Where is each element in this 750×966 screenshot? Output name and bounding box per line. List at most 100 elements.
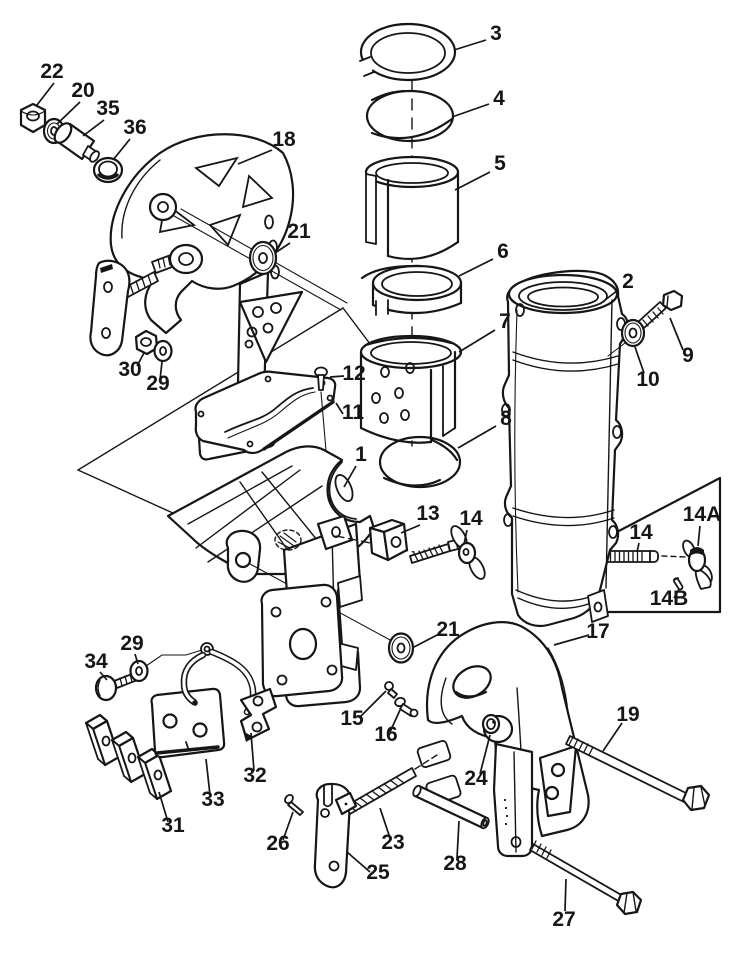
leader-line-2-12 xyxy=(599,289,619,305)
part-2-lower-tab xyxy=(587,589,609,623)
leader-line-30-15 xyxy=(136,352,145,367)
part-21-washer-lower xyxy=(387,632,415,664)
leader-line-28-34 xyxy=(456,820,460,859)
part-9-bolt xyxy=(637,289,684,329)
leader-line-22-0 xyxy=(36,82,55,106)
callout-label-33-39: 33 xyxy=(201,788,224,811)
callout-label-11-18: 11 xyxy=(342,401,365,424)
part-33-link-plate xyxy=(150,687,226,759)
part-21-washer-upper xyxy=(248,240,278,276)
callout-label-17-26: 17 xyxy=(586,620,609,643)
leader-line-3-6 xyxy=(453,39,487,51)
leader-line-13-20 xyxy=(400,524,421,534)
leader-line-21-5 xyxy=(274,242,291,254)
clamp-screw-boss xyxy=(151,243,204,275)
callout-label-28-34: 28 xyxy=(443,852,467,875)
leader-line-31-38 xyxy=(158,791,169,823)
leader-line-7-10 xyxy=(458,329,496,353)
callout-label-16-28: 16 xyxy=(374,723,397,746)
part-24-bushing xyxy=(481,713,501,735)
leader-line-6-9 xyxy=(458,258,494,277)
side-boss-block xyxy=(316,514,354,551)
callout-label-9-13: 9 xyxy=(682,344,694,367)
callout-label-27-35: 27 xyxy=(552,908,575,931)
leader-line-26-32 xyxy=(282,811,294,841)
callout-label-8-11: 8 xyxy=(500,407,512,430)
callout-label-5-8: 5 xyxy=(494,152,506,175)
inset-part-14b-pin xyxy=(672,577,684,591)
leader-line-16-28 xyxy=(389,709,401,733)
leader-line-15-27 xyxy=(358,690,387,719)
tilt-pin-boss xyxy=(148,192,178,222)
callout-label-7-10: 7 xyxy=(499,310,511,333)
callout-label-26-32: 26 xyxy=(266,832,289,855)
part-1-swivel-bracket xyxy=(166,445,393,708)
leader-line-25-33 xyxy=(346,851,371,873)
leader-line-33-39 xyxy=(205,758,211,796)
part-7-bushing xyxy=(359,334,463,444)
callout-label-34-36: 34 xyxy=(84,650,108,673)
pivot-lug xyxy=(225,529,262,583)
callout-label-24-29: 24 xyxy=(464,767,488,790)
leader-line-10-14 xyxy=(634,346,645,374)
leader-line-4-7 xyxy=(451,103,490,118)
part-13-mount-block xyxy=(368,518,409,562)
part-23-adjuster-rod xyxy=(334,754,438,816)
mount-flange xyxy=(260,583,344,698)
part-11-plate xyxy=(194,370,337,455)
part-17-transom-bracket xyxy=(416,621,590,858)
leader-line-14B-24 xyxy=(673,588,680,599)
leader-line-29-37 xyxy=(134,653,139,665)
bracket-gusset xyxy=(238,290,304,364)
part-10-washer xyxy=(607,318,646,357)
part-2-swivel-tube xyxy=(501,269,630,628)
callout-label-14-21: 14 xyxy=(459,507,483,530)
callout-label-22-0: 22 xyxy=(40,60,63,83)
leader-line-21-25 xyxy=(413,633,440,648)
leader-line-35-2 xyxy=(82,119,105,137)
part-3-retaining-ring xyxy=(359,22,457,82)
part-15-grease-fitting xyxy=(384,681,398,699)
callout-label-30-15: 30 xyxy=(118,358,141,381)
callout-label-1-19: 1 xyxy=(355,443,367,466)
leader-line-32-40 xyxy=(250,732,255,772)
leader-line-14A-23 xyxy=(697,525,701,547)
leader-line-11-18 xyxy=(335,402,344,415)
callout-label-35-2: 35 xyxy=(96,97,120,120)
inset-axis xyxy=(661,555,687,558)
part-8-o-ring xyxy=(378,435,462,489)
callout-label-15-27: 15 xyxy=(340,707,364,730)
callout-label-3-6: 3 xyxy=(490,22,502,45)
callout-label-29-37: 29 xyxy=(120,632,143,655)
leader-line-19-30 xyxy=(602,722,623,752)
callout-label-29-16: 29 xyxy=(146,372,169,395)
part-27-bolt xyxy=(529,840,643,916)
leader-line-23-31 xyxy=(379,807,391,839)
callout-label-21-5: 21 xyxy=(287,220,311,243)
hidden-boss xyxy=(274,529,302,551)
leader-line-24-29 xyxy=(479,734,491,775)
leader-line-18-4 xyxy=(237,149,273,165)
leader-line-36-3 xyxy=(112,138,131,161)
part-35-spacer xyxy=(53,122,100,163)
part-5-split-bushing xyxy=(364,155,460,260)
callout-label-23-31: 23 xyxy=(381,831,404,854)
callout-label-4-7: 4 xyxy=(493,87,505,110)
callout-label-2-12: 2 xyxy=(622,270,634,293)
clamp-pad xyxy=(89,259,131,357)
leader-line-1-19 xyxy=(343,465,357,488)
part-14-wing-screw xyxy=(409,525,486,580)
part-29-washer-lower xyxy=(129,659,149,683)
assembly-wire-path xyxy=(145,649,203,667)
leader-line-27-35 xyxy=(564,878,567,912)
leader-line-14-21 xyxy=(463,529,468,545)
callout-label-31-38: 31 xyxy=(161,814,185,837)
part-30-nut xyxy=(134,329,159,356)
callout-label-36-3: 36 xyxy=(123,116,146,139)
part-6-clamp-ring xyxy=(360,264,463,316)
leader-line-14-22 xyxy=(636,542,640,553)
part-31-clamp-blocks xyxy=(84,713,173,801)
callout-label-21-25: 21 xyxy=(436,618,460,641)
